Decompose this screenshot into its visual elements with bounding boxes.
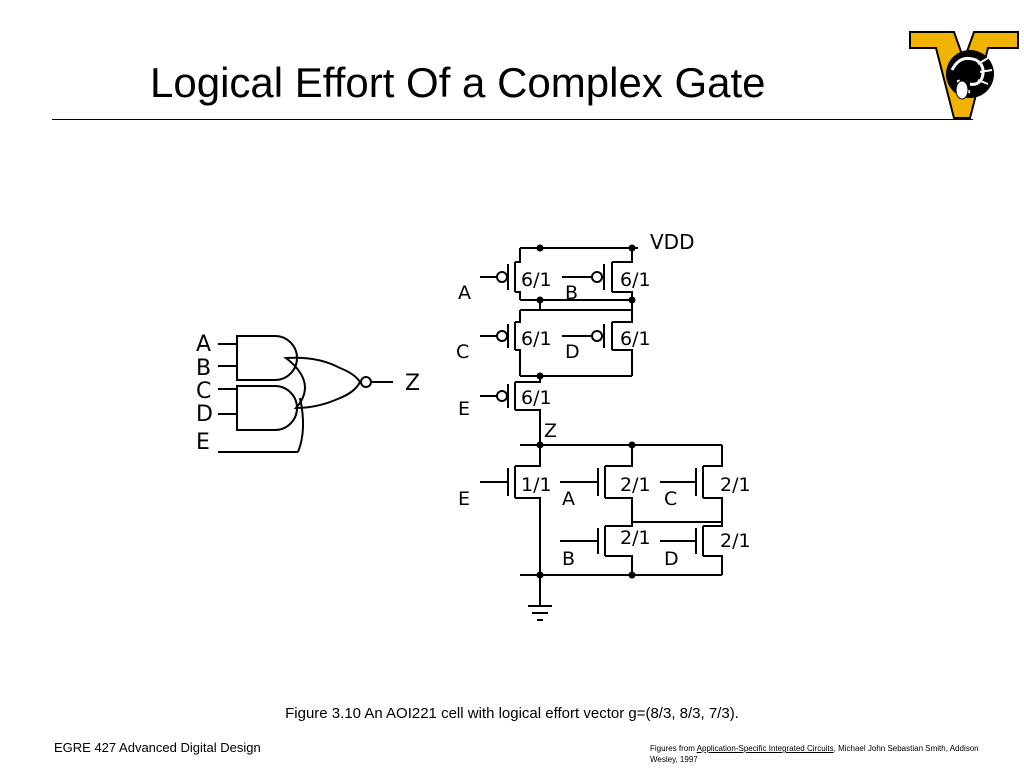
svg-text:2/1: 2/1 bbox=[620, 474, 651, 496]
ground-icon bbox=[528, 605, 552, 621]
svg-text:D: D bbox=[664, 548, 679, 570]
nor-gate bbox=[283, 356, 362, 410]
vdd-label: VDD bbox=[650, 230, 694, 254]
gate-output-z: Z bbox=[405, 371, 420, 396]
pmos-a: A 6/1 bbox=[458, 248, 552, 304]
svg-text:D: D bbox=[565, 341, 580, 363]
transistor-schematic: VDD A 6/1 B 6/1 bbox=[456, 230, 751, 621]
svg-text:6/1: 6/1 bbox=[620, 269, 651, 291]
output-node-label: Z bbox=[544, 420, 557, 442]
gate-input-a: A bbox=[196, 332, 211, 357]
nmos-e: E 1/1 bbox=[458, 445, 552, 575]
ram-head-v-logo-icon bbox=[909, 31, 1019, 119]
pmos-e: E 6/1 bbox=[458, 376, 552, 445]
output-bubble bbox=[360, 376, 372, 388]
pmos-b: B 6/1 bbox=[562, 248, 651, 304]
gate-input-e: E bbox=[196, 430, 210, 455]
gate-input-d: D bbox=[196, 402, 213, 427]
gate-input-b: B bbox=[196, 356, 211, 381]
gate-symbol: A B C D E Z bbox=[196, 332, 420, 455]
title-divider bbox=[52, 119, 973, 120]
svg-text:E: E bbox=[458, 398, 470, 420]
svg-text:E: E bbox=[458, 488, 470, 510]
gate-input-c: C bbox=[196, 379, 211, 404]
figure-credit: Figures from Application-Specific Integr… bbox=[650, 743, 980, 765]
svg-text:2/1: 2/1 bbox=[720, 530, 751, 552]
figure-caption: Figure 3.10 An AOI221 cell with logical … bbox=[285, 705, 739, 722]
svg-text:6/1: 6/1 bbox=[521, 328, 552, 350]
svg-text:C: C bbox=[456, 341, 469, 363]
svg-text:B: B bbox=[565, 282, 578, 304]
nmos-c: C 2/1 bbox=[660, 445, 751, 522]
svg-text:2/1: 2/1 bbox=[720, 474, 751, 496]
pmos-d: D 6/1 bbox=[562, 310, 651, 376]
credit-prefix: Figures from bbox=[650, 744, 697, 753]
and-gate-1 bbox=[236, 335, 298, 381]
book-title-link[interactable]: Application-Specific Integrated Circuits bbox=[696, 744, 834, 753]
slide-title: Logical Effort Of a Complex Gate bbox=[150, 59, 766, 106]
svg-text:C: C bbox=[664, 488, 677, 510]
svg-text:6/1: 6/1 bbox=[521, 269, 552, 291]
credit-suffix: , Michael John Sebastian Smith, Addison … bbox=[650, 744, 979, 764]
course-footer: EGRE 427 Advanced Digital Design bbox=[54, 740, 261, 755]
svg-text:6/1: 6/1 bbox=[620, 328, 651, 350]
svg-text:2/1: 2/1 bbox=[620, 527, 651, 549]
nmos-b: B 2/1 bbox=[560, 522, 651, 575]
svg-text:6/1: 6/1 bbox=[521, 387, 552, 409]
pmos-c: C 6/1 bbox=[456, 310, 552, 376]
nmos-a: A 2/1 bbox=[560, 445, 651, 522]
svg-text:A: A bbox=[458, 282, 471, 304]
and-gate-2 bbox=[236, 385, 298, 431]
svg-text:1/1: 1/1 bbox=[521, 474, 552, 496]
svg-text:B: B bbox=[562, 548, 575, 570]
nmos-d: D 2/1 bbox=[660, 522, 751, 570]
svg-text:A: A bbox=[562, 488, 575, 510]
